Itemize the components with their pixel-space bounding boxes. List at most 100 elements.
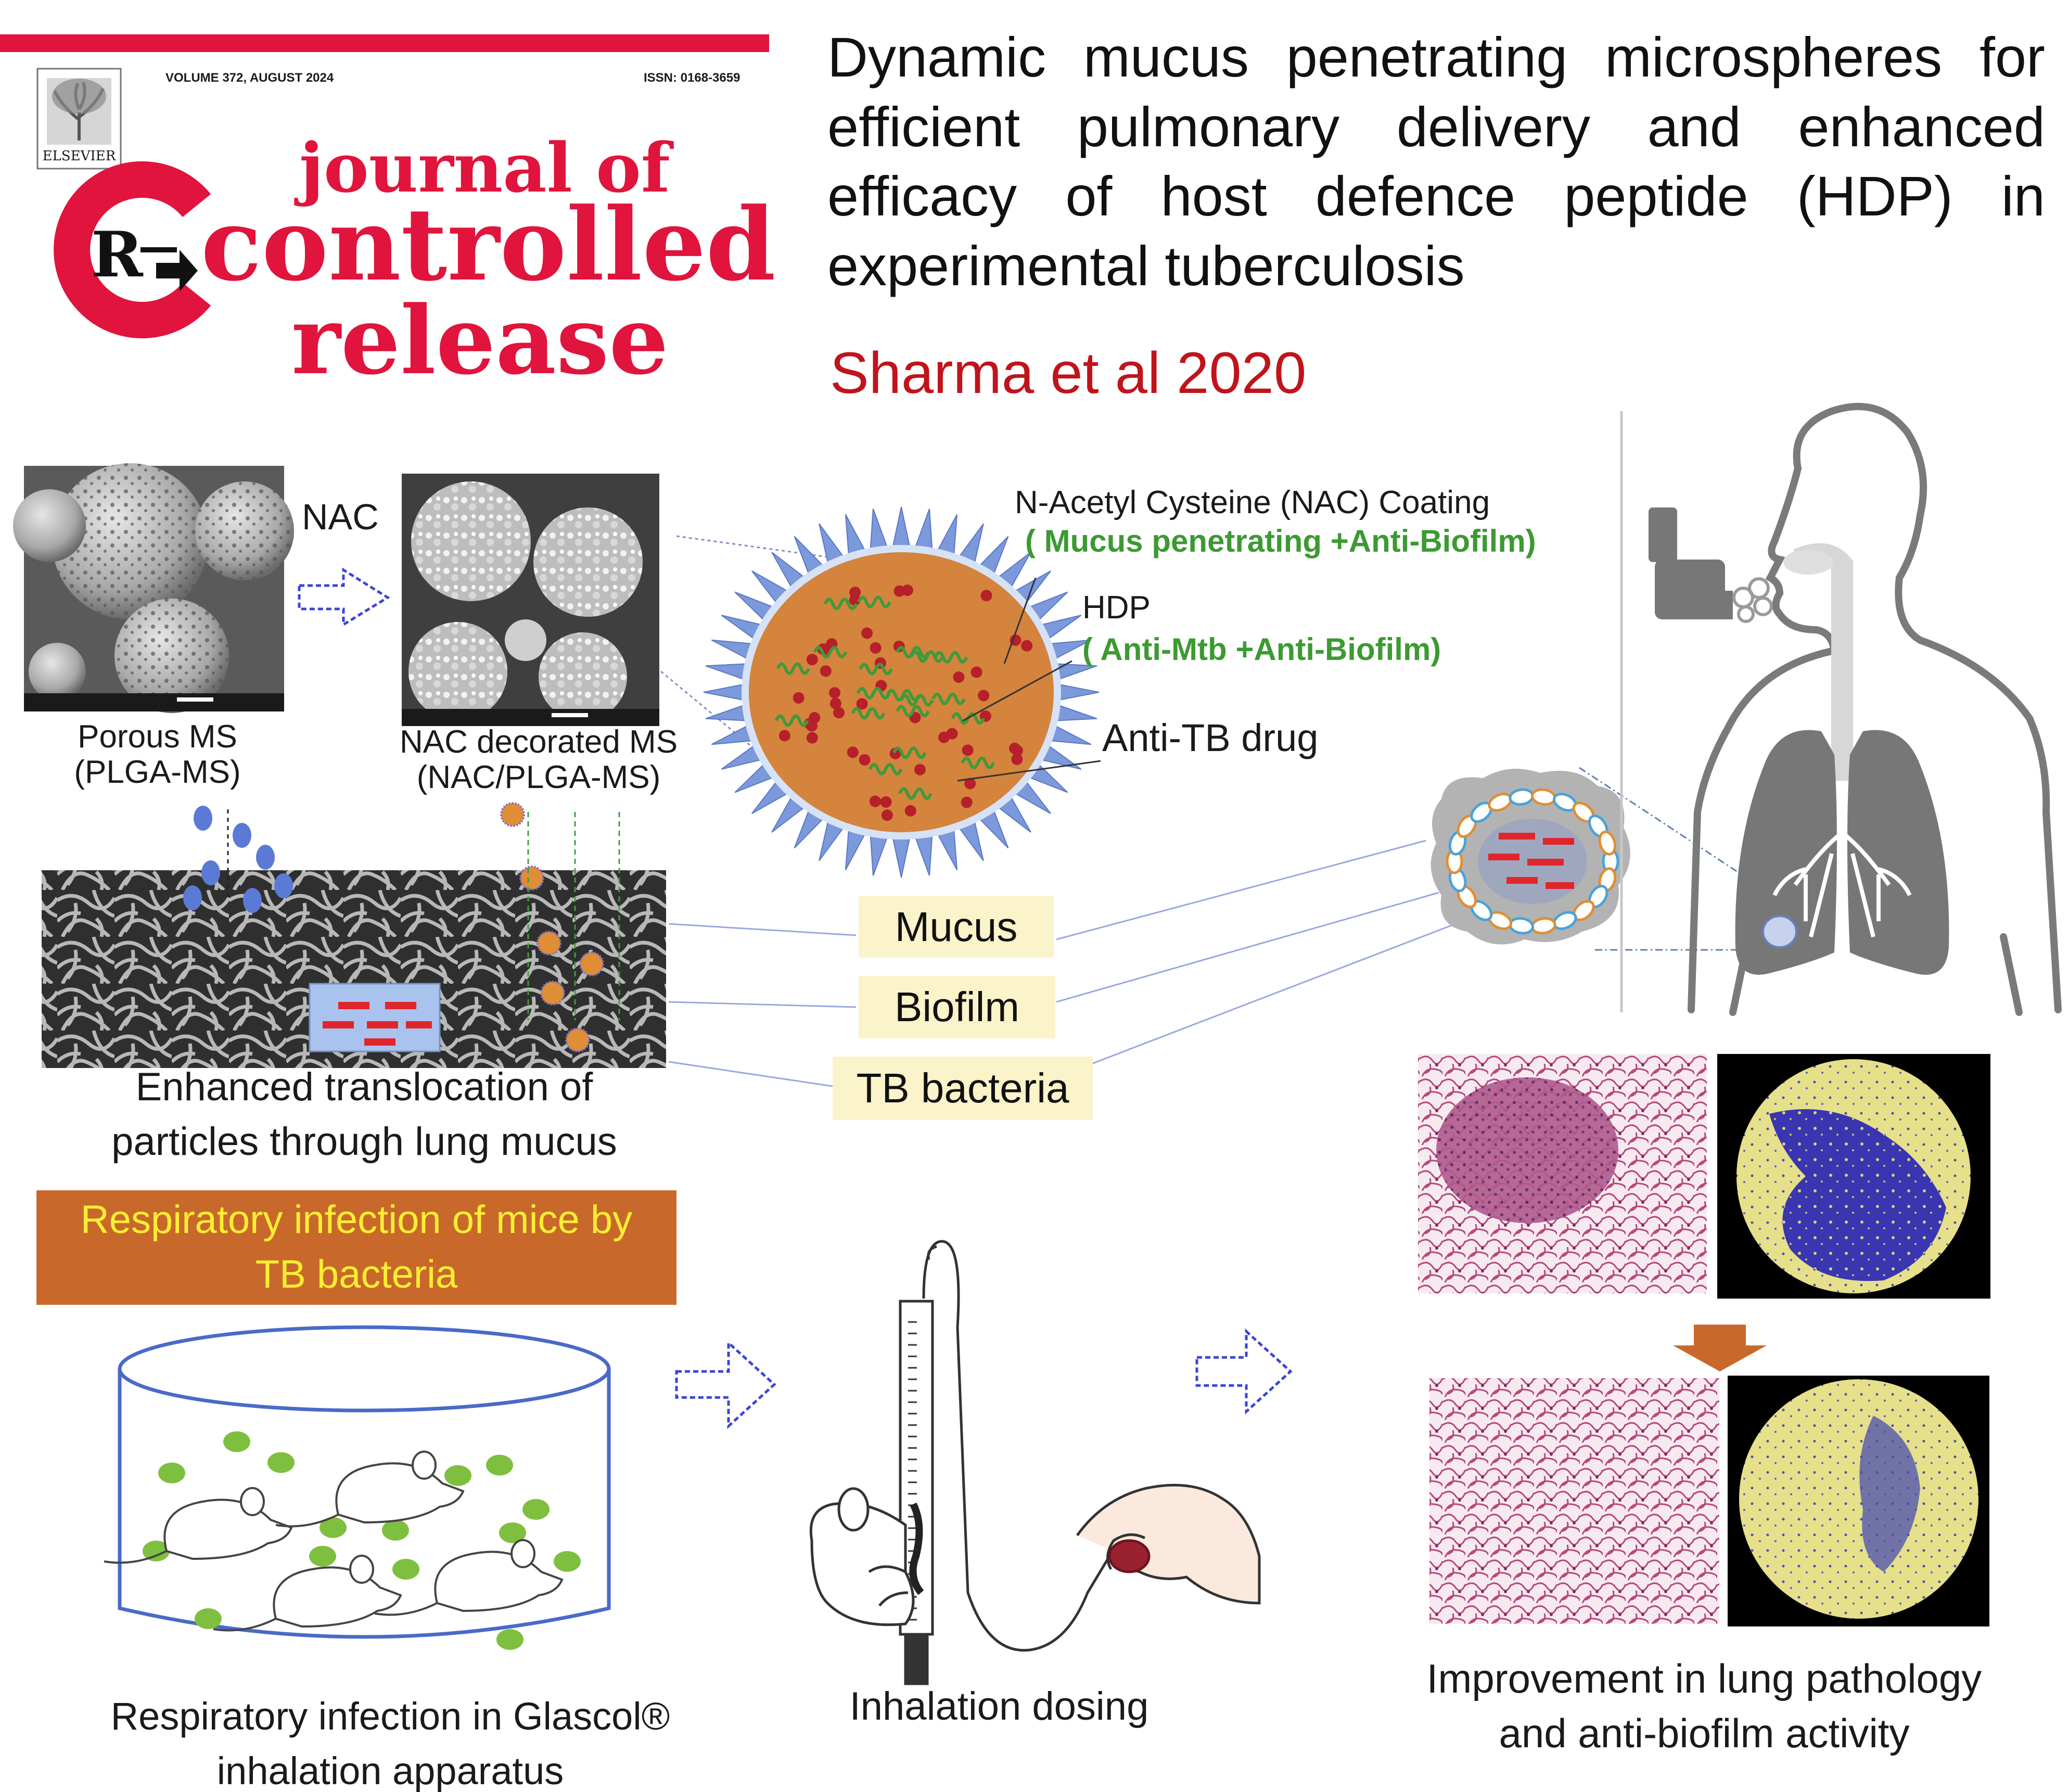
drug-dot [849,587,861,599]
publisher-name: ELSEVIER [42,148,116,164]
drug-dot [869,795,881,807]
peptide-helix [823,598,858,611]
drug-dot [980,590,992,602]
tb-spore [143,1541,170,1561]
nac-coated-microsphere-icon [703,506,1100,878]
drug-dot [881,809,893,821]
drug-dot [861,627,873,639]
biofilm-bacterium [1598,830,1617,856]
infection-banner-line1: Respiratory infection of mice by [80,1198,633,1242]
mucus-label: Mucus [859,896,1054,958]
tb-spore [320,1517,347,1538]
peptide-helix [856,687,891,700]
hollow-arrow-icon [1195,1328,1293,1415]
tb-spore [195,1608,222,1629]
drug-dot [1010,634,1021,646]
tb-spore [392,1559,419,1580]
drug-dot [904,805,916,817]
nac-ms-caption-sub: (NAC/PLGA-MS) [416,759,661,795]
tb-spore [158,1463,185,1483]
article-title-line-2: efficient pulmonary delivery and enhance… [827,95,2045,158]
peptide-helix [931,693,966,705]
drug-dot [1011,753,1023,765]
peptide-helix [898,787,933,800]
nac-spike [1053,704,1097,721]
hollow-arrow-icon [298,567,390,627]
drug-dot [820,665,832,677]
nac-spike [870,509,889,552]
nac-spike [705,704,749,721]
coating-note: ( Mucus penetrating +Anti-Biofilm) [1025,524,1536,558]
tb-spore [496,1629,523,1650]
tb-spore [486,1455,513,1476]
peptide-helix [896,646,930,658]
nac-spike [891,835,911,878]
hollow-arrow-icon [675,1340,776,1429]
drug-dot [806,654,818,666]
nac-spike [891,506,911,550]
peptide-helix [886,689,921,702]
peptide-helix [961,756,995,769]
peptide-helix [774,714,809,727]
airway-icon [1783,543,1853,781]
hand-icon [1076,1483,1261,1605]
drug-dot [829,697,841,709]
lungs-icon [1735,730,1949,975]
histology-infected-image [1418,1054,1707,1293]
nac-spike [703,683,746,701]
glascol-apparatus-icon [104,1325,611,1650]
tb-spore [267,1452,295,1473]
tb-spore [309,1546,336,1567]
drug-dot [893,585,905,597]
tb-bacteria-label: TB bacteria [833,1057,1093,1120]
jcr-logo-icon [54,161,211,338]
journal-red-rule [0,34,769,52]
article-title-line-3: efficacy of host defence peptide (HDP) i… [827,164,2045,227]
drug-dot [889,747,901,759]
inhalation-dosing-illustration [809,1240,1261,1685]
drug-dot [856,698,868,710]
sem-porous-ms-image [13,463,294,713]
infection-banner-line2: TB bacteria [255,1252,458,1297]
drug-dot [880,796,892,808]
drug-dot [833,707,845,719]
inhaler-icon [1649,507,1773,623]
tb-spore [223,1431,250,1452]
citation: Sharma et al 2020 [830,340,1307,405]
biofilm-cluster-icon [1431,769,1630,945]
apparatus-caption: Respiratory infection in Glascol® [110,1695,670,1738]
nac-ms-caption: NAC decorated MS [399,724,678,760]
biofilm-stain-infected-image [1717,1054,1990,1299]
drug-dot [829,687,841,699]
article-title-line-4: experimental tuberculosis [827,234,1465,297]
outcome-caption: Improvement in lung pathology [1426,1656,1982,1701]
biofilm-stain-treated-image [1728,1376,1989,1626]
drug-dot [870,642,882,654]
porous-ms-caption: Porous MS [78,719,237,755]
drug-dot [809,712,821,724]
tb-spore [499,1522,526,1543]
journal-logo-letter: R [91,218,143,291]
mouse-icon [374,1539,564,1616]
peptide-helix [776,662,811,675]
tb-spore [382,1520,409,1541]
drug-dot [859,754,871,766]
drug-dot [1021,640,1033,652]
translocation-caption: Enhanced translocation of [135,1065,593,1109]
drug-dot [806,732,818,744]
nac-spike [705,663,749,681]
apparatus-caption-sub: inhalation apparatus [216,1749,564,1792]
nac-spike [914,509,933,552]
tb-spore [444,1465,471,1486]
drug-dot [970,666,982,678]
drug-dot [1011,745,1023,757]
histology-treated-image [1429,1378,1719,1624]
dosing-caption: Inhalation dosing [849,1684,1149,1729]
translocation-caption-sub: particles through lung mucus [111,1120,617,1164]
drug-dot [964,778,976,790]
drug-dot [793,692,804,704]
coating-label: N-Acetyl Cysteine (NAC) Coating [1015,485,1490,520]
mouse-icon [213,1555,402,1632]
